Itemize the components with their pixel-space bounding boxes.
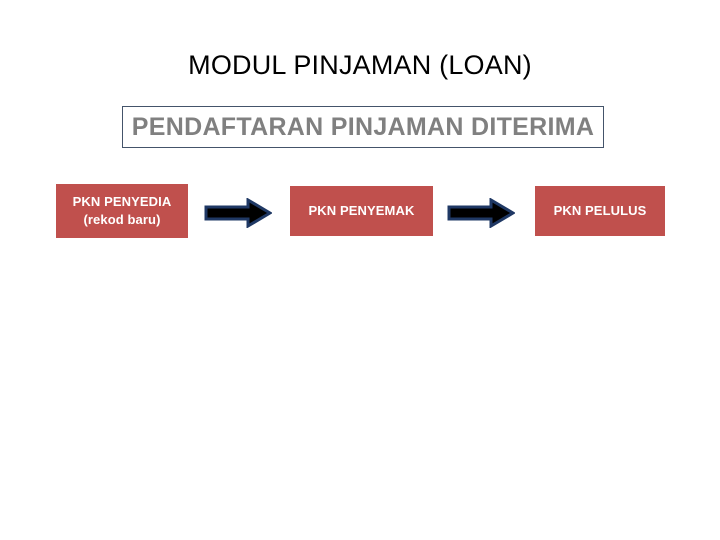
right-block-arrow-glyph bbox=[204, 198, 272, 228]
right-block-arrow-icon bbox=[447, 198, 515, 228]
flow-node-label-secondary: (rekod baru) bbox=[83, 212, 161, 227]
flow-node-label-primary: PKN PENYEMAK bbox=[308, 203, 415, 218]
flow-node-pkn-penyemak[interactable]: PKN PENYEMAK bbox=[290, 186, 433, 236]
arrow-shape bbox=[204, 198, 272, 228]
right-block-arrow-icon bbox=[204, 198, 272, 228]
right-block-arrow-glyph bbox=[447, 198, 515, 228]
flow-node-label-primary: PKN PELULUS bbox=[553, 203, 647, 218]
subtitle-text: PENDAFTARAN PINJAMAN DITERIMA bbox=[131, 113, 595, 141]
flow-node-pkn-penyedia[interactable]: PKN PENYEDIA (rekod baru) bbox=[56, 184, 188, 238]
page-title: MODUL PINJAMAN (LOAN) bbox=[188, 50, 532, 80]
arrow-shape bbox=[447, 198, 515, 228]
flow-node-label-primary: PKN PENYEDIA bbox=[72, 194, 172, 209]
flow-node-pkn-pelulus[interactable]: PKN PELULUS bbox=[535, 186, 665, 236]
subtitle-banner: PENDAFTARAN PINJAMAN DITERIMA bbox=[122, 106, 604, 148]
